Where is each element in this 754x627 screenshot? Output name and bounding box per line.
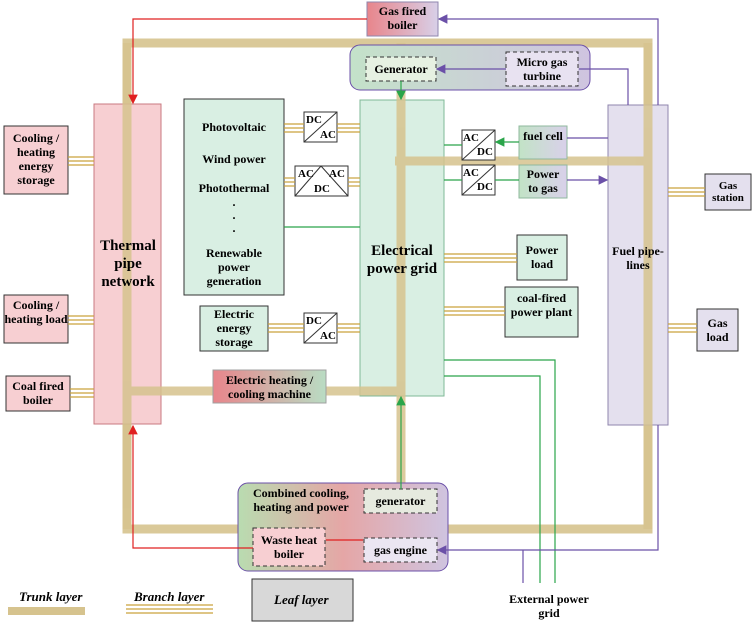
converter-storage: [303, 312, 338, 344]
generator-bottom-label: generator: [375, 494, 426, 508]
conv-storage-dc: DC: [306, 315, 322, 327]
micro-gas-turbine-box: [505, 51, 579, 87]
dots-label-1: ·: [231, 198, 236, 212]
legend-graphics: [8, 578, 354, 622]
conv-wind-dc: DC: [314, 183, 330, 195]
renewable-generation-label: Renewable power generation: [206, 246, 262, 288]
micro-gas-turbine-label: Micro gas turbine: [516, 55, 568, 83]
coal-power-plant-label: coal-fired power plant: [510, 291, 573, 319]
electric-flow-lines: [284, 81, 556, 583]
photovoltaic-label: Photovoltaic: [202, 120, 266, 134]
gas-flow-lines: [435, 14, 659, 583]
dots-label-2: ·: [231, 211, 236, 225]
gas-station-box: [704, 173, 752, 211]
branch-layer-lines: [68, 123, 705, 398]
waste-heat-boiler-label: Waste heat boiler: [260, 533, 318, 561]
electric-storage-label: Electric energy storage: [214, 307, 254, 349]
coal-power-plant-box: [504, 286, 579, 338]
conv-fc-dc: DC: [477, 146, 493, 158]
generator-top-label: Generator: [374, 62, 428, 76]
cooling-heating-load-label: Cooling / heating load: [4, 298, 68, 326]
coal-fired-boiler-label: Coal fired boiler: [12, 379, 64, 407]
gas-station-label: Gas station: [712, 180, 744, 204]
conv-p2g-ac: AC: [463, 167, 479, 179]
gas-load-box: [696, 308, 739, 352]
gas-fired-boiler-label: Gas fired boiler: [378, 4, 427, 32]
converter-wind: [294, 165, 349, 197]
power-load-label: Power load: [525, 243, 559, 271]
coal-fired-boiler-box: [5, 375, 71, 412]
renewable-box: [183, 98, 285, 296]
legend-branch-label: Branch layer: [134, 589, 205, 604]
electrical-grid-label: Electrical power grid: [366, 243, 438, 277]
thermal-pipe-network-label: Thermal pipe network: [100, 238, 156, 290]
gas-load-label: Gas load: [706, 316, 729, 344]
converter-p2g: [461, 164, 496, 196]
conv-storage-ac: AC: [320, 330, 336, 342]
conv-pv-ac: AC: [320, 129, 336, 141]
power-to-gas-label: Power to gas: [526, 167, 560, 195]
wind-power-label: Wind power: [202, 152, 266, 166]
converter-pv: [303, 111, 338, 143]
cchp-label: Combined cooling, heating and power: [252, 486, 349, 514]
cooling-heating-load-box: [3, 294, 69, 344]
fuel-cell-box: [518, 125, 568, 160]
cooling-heating-storage-label: Cooling / heating energy storage: [12, 131, 60, 187]
conv-pv-dc: DC: [306, 114, 322, 126]
fuel-pipelines-label: Fuel pipe-lines: [612, 244, 664, 272]
conv-fc-ac: AC: [463, 132, 479, 144]
conv-p2g-dc: DC: [477, 181, 493, 193]
electric-heating-box: [212, 369, 327, 404]
fuel-cell-label: fuel cell: [523, 129, 563, 143]
photothermal-label: Photothermal: [198, 181, 270, 195]
conv-wind-ac-left: AC: [298, 168, 314, 180]
power-to-gas-box: [518, 164, 568, 199]
electric-storage-box: [199, 305, 269, 352]
gas-engine-label: gas engine: [373, 543, 427, 557]
external-power-grid-label: External power grid: [509, 592, 589, 620]
converter-fuel-cell: [461, 129, 496, 161]
electric-heating-label: Electric heating / cooling machine: [225, 373, 314, 401]
generator-bottom-box: [363, 488, 438, 514]
dots-label-3: ·: [231, 224, 236, 238]
waste-heat-boiler-box: [252, 527, 326, 567]
conv-wind-ac-right: AC: [329, 168, 345, 180]
legend-leaf-label: Leaf layer: [274, 592, 329, 607]
legend-trunk-label: Trunk layer: [19, 589, 83, 604]
cooling-heating-storage-box: [3, 125, 69, 195]
thermal-flow-lines: [128, 18, 367, 549]
gas-engine-box: [363, 537, 438, 563]
